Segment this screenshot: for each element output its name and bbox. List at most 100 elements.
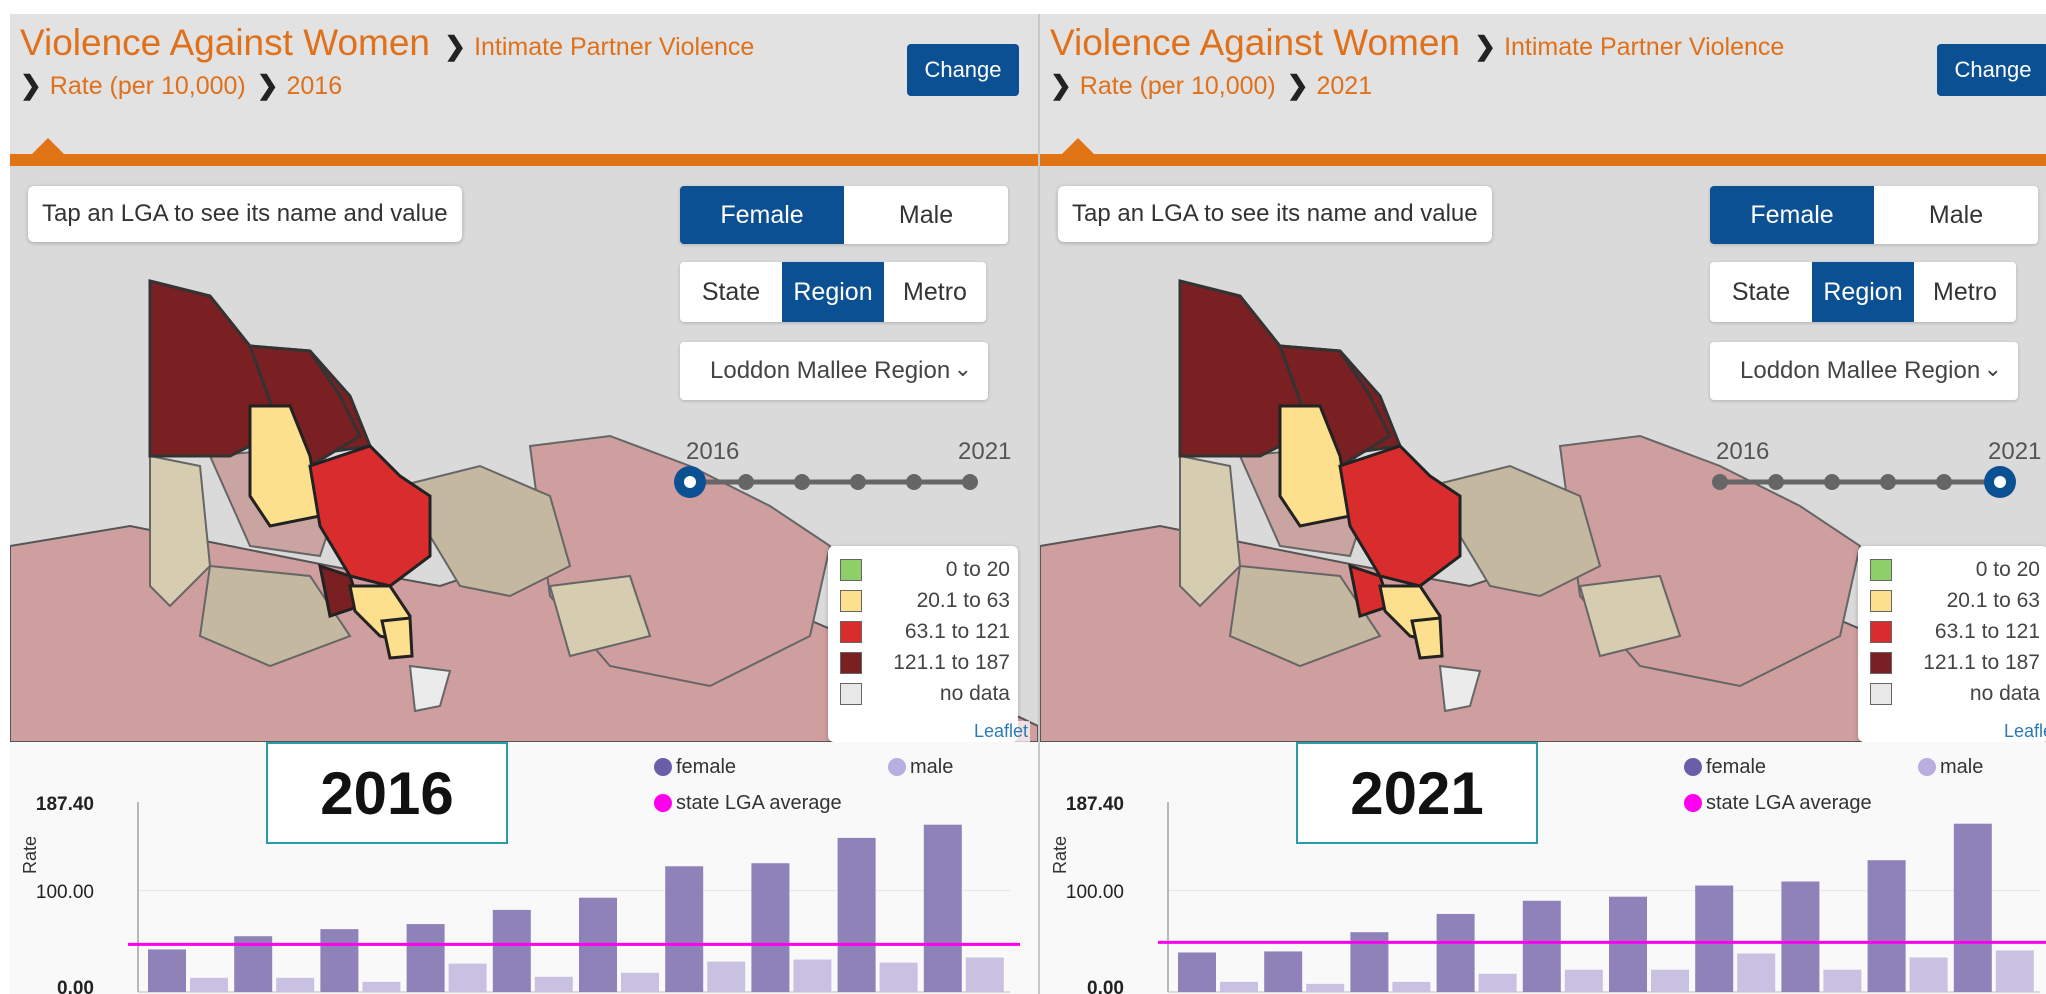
legend-item: 20.1 to 63 [840, 587, 1010, 615]
slider-step [850, 474, 866, 490]
male-bar [1306, 983, 1345, 992]
orange-divider [10, 154, 1038, 166]
bar-chart: 2016 female male state LGA average 187.4… [10, 742, 1038, 994]
legend-swatch [1870, 590, 1892, 612]
title-subtopic[interactable]: Intimate Partner Violence [474, 33, 755, 61]
male-bar [1651, 969, 1689, 992]
breadcrumb-line2: ❯Rate (per 10,000) ❯2016 [16, 70, 342, 101]
year-slider[interactable] [1700, 462, 2046, 502]
male-bar [879, 962, 918, 992]
ytick-mid: 100.00 [35, 882, 94, 903]
region-select[interactable]: Loddon Mallee Region ⌄ [1710, 342, 2018, 400]
legend-female: female [1684, 756, 1766, 779]
metro-button[interactable]: Metro [1933, 277, 1997, 306]
state-avg-dot-icon [654, 794, 672, 812]
bar-chart: 2021 female male state LGA average 187.4… [1040, 742, 2046, 994]
legend-label: 121.1 to 187 [893, 651, 1010, 674]
legend-state-avg-label: state LGA average [676, 792, 842, 814]
legend-item: 63.1 to 121 [1870, 618, 2040, 646]
region-button[interactable]: Region [1812, 262, 1914, 322]
male-bar [362, 981, 401, 992]
lga-west[interactable] [1228, 564, 1382, 668]
breadcrumb-measure[interactable]: Rate (per 10,000) [49, 72, 246, 100]
female-bar [148, 949, 186, 992]
legend-swatch [1870, 683, 1892, 705]
legend-item: 0 to 20 [1870, 556, 2040, 584]
lga-central-south[interactable] [548, 574, 652, 658]
lga-far-west[interactable] [1179, 454, 1242, 608]
choropleth-map[interactable] [10, 166, 1038, 742]
chevron-down-icon: ⌄ [1983, 356, 2002, 381]
lga-central-south[interactable] [1578, 574, 1682, 658]
panel-2021: Violence Against Women ❯Intimate Partner… [1038, 14, 2046, 994]
region-button[interactable]: Region [782, 262, 884, 322]
map[interactable]: Tap an LGA to see its name and value Fem… [10, 166, 1038, 742]
male-bar [1478, 973, 1517, 992]
legend-swatch [840, 559, 862, 581]
slider-step [1768, 474, 1784, 490]
slider-step [1712, 474, 1728, 490]
female-button[interactable]: Female [1710, 186, 1874, 244]
chevron-down-icon: ⌄ [953, 356, 972, 381]
legend-swatch [840, 621, 862, 643]
lga-west[interactable] [198, 564, 352, 668]
lga-central[interactable] [1428, 464, 1602, 598]
breadcrumb-measure[interactable]: Rate (per 10,000) [1079, 72, 1276, 100]
female-button[interactable]: Female [680, 186, 844, 244]
lga-gannawarra[interactable] [308, 444, 432, 588]
legend-female: female [654, 756, 736, 779]
year-callout: 2021 [1296, 742, 1538, 844]
female-dot-icon [1684, 758, 1702, 776]
legend-label: no data [1969, 682, 2040, 705]
chevron-right-icon: ❯ [1474, 31, 1497, 61]
panel-2016: Violence Against Women ❯Intimate Partner… [10, 14, 1038, 994]
year-callout: 2016 [266, 742, 508, 844]
pointer-triangle [1060, 138, 1096, 156]
legend-label: 0 to 20 [945, 558, 1010, 581]
chevron-right-icon: ❯ [20, 70, 42, 100]
lga-metro[interactable] [1438, 664, 1482, 713]
change-button[interactable]: Change [907, 44, 1019, 96]
lga-macedon[interactable] [1410, 616, 1444, 660]
legend-label: 20.1 to 63 [916, 589, 1010, 612]
female-bar [492, 909, 531, 992]
ytick-max: 187.40 [1065, 794, 1124, 815]
map-legend: 0 to 20 20.1 to 63 63.1 to 121 121.1 to … [1858, 546, 2046, 742]
chevron-right-icon: ❯ [1050, 70, 1072, 100]
map[interactable]: Tap an LGA to see its name and value Fem… [1040, 166, 2046, 742]
legend-male: male [888, 756, 953, 779]
title-topic[interactable]: Violence Against Women [20, 22, 430, 63]
lga-gannawarra[interactable] [1338, 444, 1462, 588]
chevron-right-icon: ❯ [444, 31, 467, 61]
legend-female-label: female [676, 756, 737, 778]
pointer-triangle [30, 138, 66, 156]
male-button[interactable]: Male [898, 200, 954, 229]
orange-divider [1040, 154, 2046, 166]
choropleth-map[interactable] [1040, 166, 2046, 742]
state-button[interactable]: State [701, 277, 761, 306]
region-select[interactable]: Loddon Mallee Region ⌄ [680, 342, 988, 400]
change-button[interactable]: Change [1937, 44, 2046, 96]
breadcrumb-title: Violence Against Women ❯Intimate Partner… [20, 22, 754, 64]
leaflet-attribution-link[interactable]: Leaflet [971, 721, 1030, 742]
lga-central[interactable] [398, 464, 572, 598]
ytick-max: 187.40 [35, 794, 94, 815]
year-slider[interactable] [670, 462, 1030, 502]
lga-metro[interactable] [408, 664, 452, 713]
male-button[interactable]: Male [1928, 200, 1984, 229]
legend-label: 63.1 to 121 [904, 620, 1010, 643]
legend-item: 121.1 to 187 [840, 649, 1010, 677]
breadcrumb-year[interactable]: 2016 [286, 72, 343, 100]
lga-far-west[interactable] [149, 454, 212, 608]
title-subtopic[interactable]: Intimate Partner Violence [1504, 33, 1785, 61]
breadcrumb-year[interactable]: 2021 [1316, 72, 1373, 100]
title-topic[interactable]: Violence Against Women [1050, 22, 1460, 63]
state-button[interactable]: State [1731, 277, 1791, 306]
female-bar [665, 866, 704, 992]
leaflet-attribution-link[interactable]: Leaflet [2001, 721, 2046, 742]
lga-macedon[interactable] [380, 616, 414, 660]
female-bar [1781, 881, 1820, 992]
metro-button[interactable]: Metro [903, 277, 967, 306]
timeline-start: 2016 [686, 438, 740, 465]
male-bar [448, 963, 487, 992]
